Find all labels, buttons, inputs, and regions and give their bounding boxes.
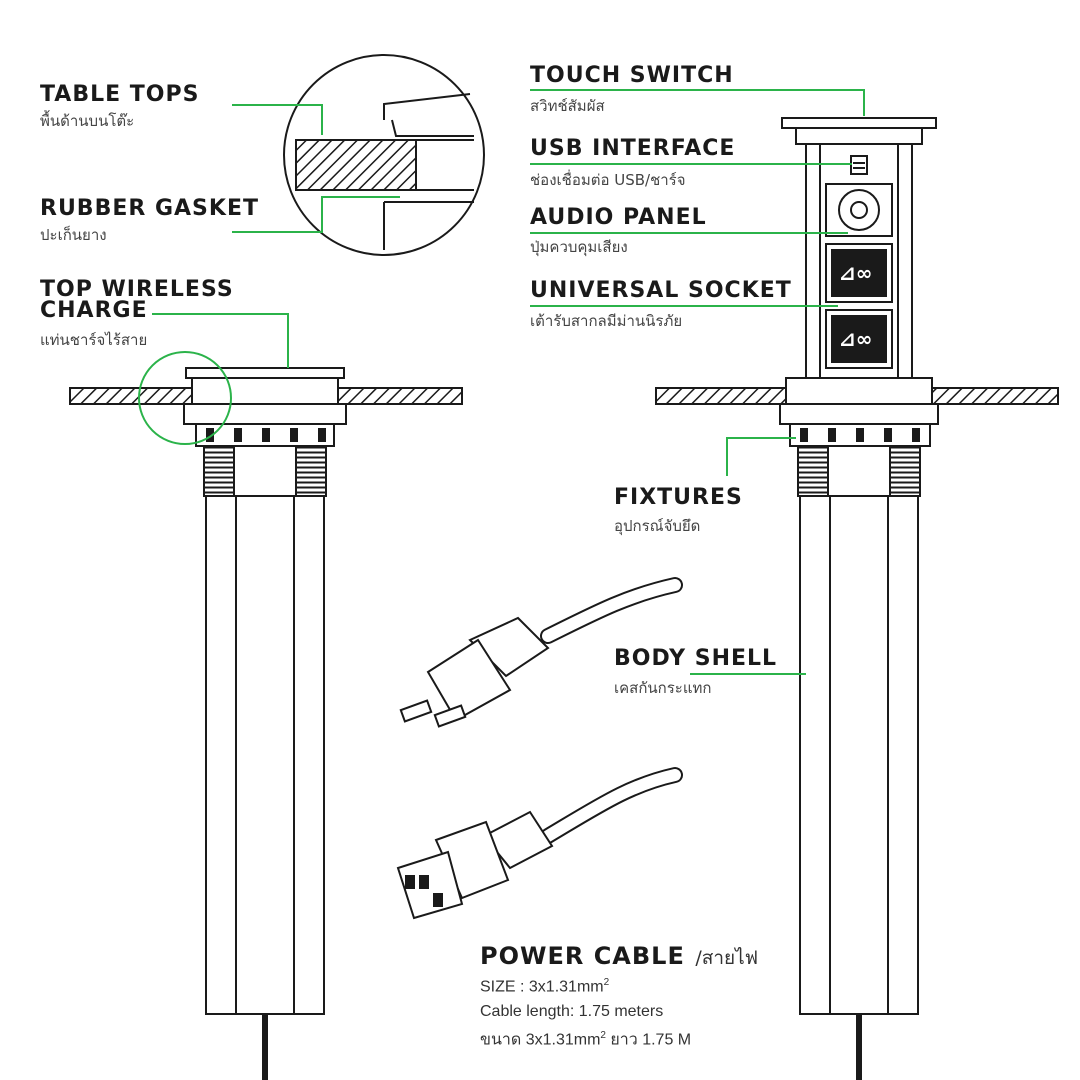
touch-switch-label: TOUCH SWITCH [530, 63, 734, 88]
right-tabletop-left [655, 387, 787, 405]
detail-circle [283, 54, 485, 256]
right-flange [779, 403, 939, 425]
leader-fixtures [726, 437, 796, 476]
left-wireless-top-plate [185, 367, 345, 379]
power-cable-length: Cable length: 1.75 meters [480, 1003, 664, 1020]
right-touch-switch-cap [781, 117, 937, 129]
body-shell-label-th: เคสกันกระแทก [614, 679, 712, 697]
left-unit [69, 367, 463, 1080]
universal-socket-label-th: เต้ารับสากลมีม่านนิรภัย [530, 312, 683, 330]
power-cable-th-suffix: ยาว 1.75 M [610, 1031, 692, 1049]
leader-table-tops [232, 104, 323, 135]
right-upper-collar [795, 127, 923, 145]
right-thread-right [889, 445, 921, 497]
left-thread-right [295, 445, 327, 497]
power-cable-th-sup: 2 [600, 1030, 606, 1041]
usb-interface-label-th: ช่องเชื่อมต่อ USB/ชาร์จ [530, 171, 686, 189]
power-cable-th-spec: ขนาด 3x1.31mm2 ยาว 1.75 M [480, 1031, 691, 1048]
power-cable-size-text: SIZE : 3x1.31mm [480, 978, 604, 996]
left-top-collar [191, 377, 339, 405]
top-wireless-charge-label-1: TOP WIRELESS [40, 277, 234, 302]
top-wireless-charge-label-th: แท่นชาร์จไร้สาย [40, 331, 148, 349]
right-thread-left [797, 445, 829, 497]
table-tops-label-th: พื้นด้านบนโต๊ะ [40, 112, 135, 130]
svg-text:⊿∞: ⊿∞ [839, 261, 872, 285]
leader-touch-switch [530, 89, 865, 116]
table-tops-label: TABLE TOPS [40, 82, 200, 107]
left-flange [183, 403, 347, 425]
socket-1-face [831, 249, 887, 297]
power-cable-size-sup: 2 [603, 977, 610, 988]
left-tabletop-right [335, 387, 463, 405]
left-tabletop-left [69, 387, 193, 405]
universal-socket-label: UNIVERSAL SOCKET [530, 278, 792, 303]
left-nut-slots [206, 428, 326, 442]
audio-panel-label: AUDIO PANEL [530, 205, 707, 230]
leader-lines [152, 89, 865, 675]
leader-wireless-charge [152, 313, 289, 368]
fixtures-label: FIXTURES [614, 485, 743, 510]
rubber-gasket-label: RUBBER GASKET [40, 196, 259, 221]
right-body-shell [799, 495, 919, 1015]
iec-connector [396, 767, 683, 920]
left-thread-left [203, 445, 235, 497]
leader-rubber-gasket [232, 196, 400, 233]
right-tabletop-right [931, 387, 1059, 405]
detail-tabletop-hatch [295, 139, 417, 191]
power-cable-title-row: POWER CABLE /สายไฟ [480, 944, 758, 968]
svg-text:⊿∞: ⊿∞ [839, 327, 872, 351]
body-shell-label: BODY SHELL [614, 646, 778, 671]
left-wireless-highlight-circle [138, 351, 232, 445]
power-cable-size: SIZE : 3x1.31mm2 [480, 978, 609, 995]
usb-port-icon [850, 155, 868, 175]
touch-switch-label-th: สวิทช์สัมผัส [530, 97, 605, 115]
top-wireless-charge-label-2: CHARGE [40, 298, 148, 323]
right-unit: ⊿∞ ⊿∞ [655, 117, 1059, 1080]
power-cable-title-th: /สายไฟ [695, 947, 759, 969]
power-cable-title: POWER CABLE [480, 942, 685, 970]
power-cable-th-prefix: ขนาด 3x1.31mm [480, 1031, 601, 1049]
fixtures-label-th: อุปกรณ์จับยึด [614, 517, 701, 535]
rubber-gasket-label-th: ปะเก็นยาง [40, 226, 107, 244]
usb-interface-label: USB INTERFACE [530, 136, 736, 161]
right-nut-slots [800, 428, 920, 442]
socket-2-face [831, 315, 887, 363]
left-body-shell [205, 495, 325, 1015]
us-plug [399, 577, 683, 728]
right-base-collar [785, 377, 933, 405]
audio-panel-label-th: ปุ่มควบคุมเสียง [530, 238, 628, 256]
